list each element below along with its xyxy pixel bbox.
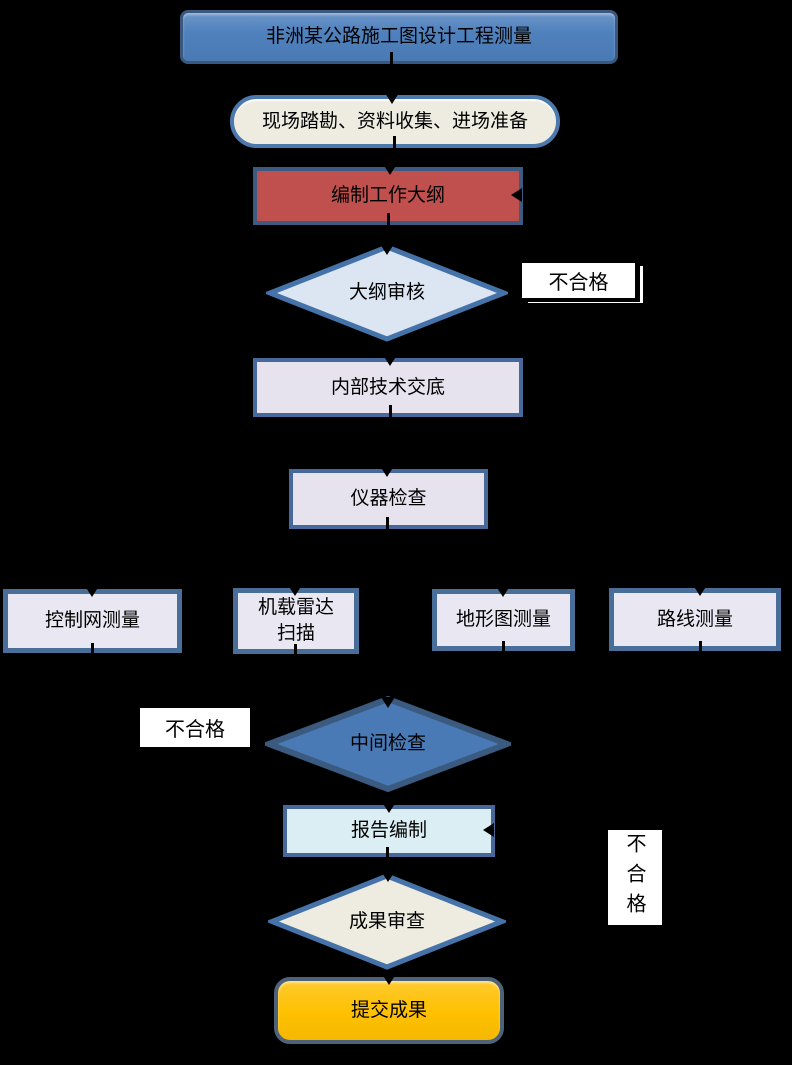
- edge-label-text: 不合格: [548, 270, 609, 294]
- edge-label-text: 不合格: [623, 832, 647, 923]
- node-label: 非洲某公路施工图设计工程测量: [265, 25, 532, 48]
- connector-stub: [294, 644, 297, 658]
- node-label: 仪器检查: [350, 487, 427, 510]
- node-submit-results: 提交成果: [274, 977, 504, 1044]
- node-tech-briefing: 内部技术交底: [253, 358, 523, 417]
- node-label: 提交成果: [350, 998, 427, 1021]
- arrowhead-left-icon: [511, 188, 522, 202]
- node-label-line1: 机载雷达: [257, 596, 334, 619]
- node-results-review: 成果审查: [268, 873, 506, 970]
- arrowhead-down-icon: [383, 355, 397, 366]
- arrowhead-down-icon: [380, 466, 394, 477]
- connector-stub: [393, 136, 396, 150]
- node-label: 报告编制: [350, 819, 427, 842]
- arrowhead-down-icon: [288, 585, 302, 596]
- node-label: 机载雷达 扫描: [258, 595, 334, 646]
- connector-stub: [386, 847, 389, 861]
- arrowhead-left-icon: [483, 823, 494, 837]
- node-label: 成果审查: [348, 909, 425, 932]
- arrowhead-down-icon: [381, 871, 395, 882]
- node-label: 内部技术交底: [330, 375, 445, 398]
- arrowhead-down-icon: [693, 585, 707, 596]
- node-label-line2: 扫描: [276, 622, 315, 644]
- connector-stub: [91, 643, 94, 657]
- arrowhead-down-icon: [496, 586, 510, 597]
- node-label: 现场踏勘、资料收集、进场准备: [261, 109, 528, 132]
- connector-stub: [387, 213, 390, 227]
- node-label: 中间检查: [349, 732, 426, 755]
- arrowhead-down-icon: [85, 586, 99, 597]
- edge-label-intermediate-fail: 不合格: [140, 708, 250, 747]
- arrowhead-down-icon: [382, 802, 396, 813]
- arrowhead-down-icon: [385, 93, 399, 104]
- diamond-shape: [268, 873, 506, 970]
- node-label: 大纲审核: [348, 281, 425, 304]
- diamond-shape: [265, 696, 511, 792]
- node-label: 控制网测量: [44, 609, 140, 632]
- arrowhead-down-icon: [381, 697, 395, 708]
- node-intermediate-check: 中间检查: [265, 696, 511, 792]
- edge-label-text: 不合格: [165, 717, 225, 741]
- node-report-compilation: 报告编制: [283, 805, 495, 857]
- node-outline-review: 大纲审核: [266, 244, 508, 342]
- edge-label-results-fail: 不合格: [608, 830, 662, 925]
- diamond-shape: [266, 244, 508, 342]
- arrowhead-down-icon: [383, 164, 397, 175]
- node-project-title: 非洲某公路施工图设计工程测量: [180, 10, 618, 64]
- arrowhead-down-icon: [382, 974, 396, 985]
- connector-stub: [699, 641, 702, 655]
- connector-stub: [502, 641, 505, 655]
- node-label: 编制工作大纲: [330, 184, 445, 207]
- arrowhead-down-icon: [380, 244, 394, 255]
- node-route-survey: 路线测量: [609, 588, 781, 651]
- connector-stub: [390, 52, 393, 66]
- connector-stub: [389, 405, 392, 419]
- node-label: 地形图测量: [455, 608, 551, 631]
- connector-stub: [386, 517, 389, 531]
- node-label: 路线测量: [656, 607, 733, 630]
- edge-label-outline-fail: 不合格: [521, 262, 636, 299]
